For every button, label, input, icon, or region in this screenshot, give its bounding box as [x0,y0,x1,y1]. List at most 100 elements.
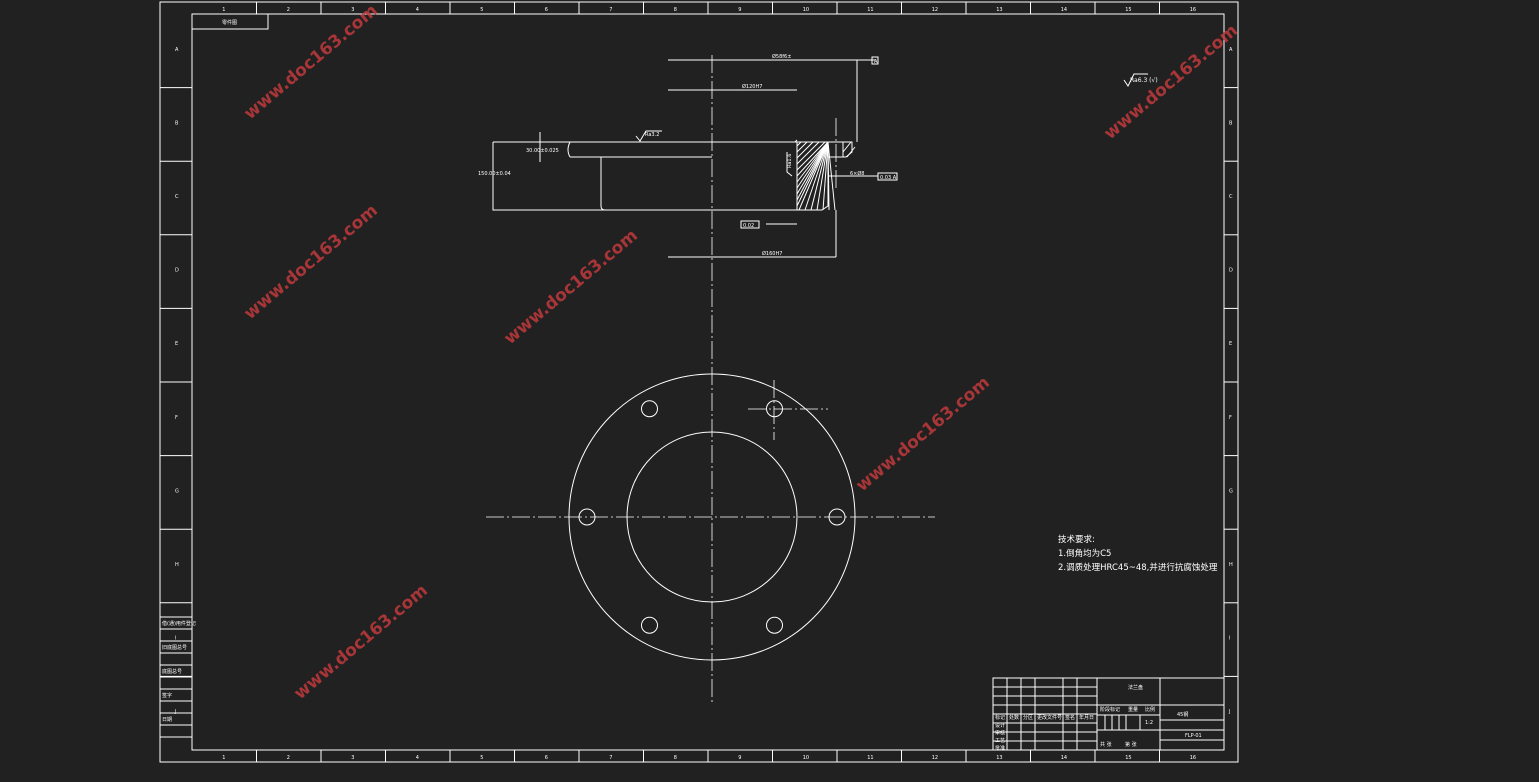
tb-header: 处数 [1009,714,1019,721]
tolerance-frame: 0.03 A [880,175,897,181]
zone-col-bottom: 2 [287,755,290,761]
zone-col-top: 6 [545,7,548,13]
zone-col-top: 10 [803,7,809,13]
ra-side: Ra1.6 [787,154,793,168]
zone-col-bottom: 16 [1190,755,1196,761]
zone-col-bottom: 12 [932,755,938,761]
dim-outer: Ø58f6± [772,53,791,60]
zone-row-left: H [175,562,179,568]
zone-row-right: F [1229,415,1232,421]
section-view: A Ø58f6± Ø120H7 Ø160H7 30.00±0.025 150.0… [478,53,898,705]
zone-col-bottom: 4 [416,755,419,761]
watermark-text: www.doc163.com [852,373,993,496]
zone-col-top: 16 [1190,7,1196,13]
zone-row-right: E [1229,341,1232,347]
zone-col-top: 7 [609,7,612,13]
zone-row-right: C [1229,194,1233,200]
zone-row-left: I [175,636,176,642]
section-hatch [794,139,856,211]
zone-col-top: 15 [1125,7,1131,13]
zone-row-left: J [174,709,176,715]
flange-outer-circle [568,373,856,661]
zone-row-right: I [1229,636,1230,642]
zone-col-bottom: 6 [545,755,548,761]
zone-row-right: B [1229,120,1233,126]
zone-col-bottom: 11 [867,755,873,761]
tech-req-item-1: 1.倒角均为C5 [1058,548,1111,559]
tb-role: 设计 [995,722,1005,729]
stage-label: 阶段标记 [1100,706,1120,713]
zone-col-bottom: 3 [351,755,354,761]
scale-value: 1:2 [1145,720,1153,726]
bolt-hole [641,616,658,634]
plan-view [486,373,935,661]
part-name: 法兰盘 [1128,684,1143,691]
zone-row-right: H [1229,562,1233,568]
zone-row-left: F [175,415,178,421]
bore-circle [626,431,798,603]
tb-role: 审核 [995,730,1005,737]
tb-header: 分区 [1023,714,1033,721]
tb-header: 更改文件号 [1037,714,1062,721]
tb-header: 年月日 [1079,714,1094,721]
watermark-text: www.doc163.com [500,226,641,349]
zone-col-top: 14 [1061,7,1067,13]
zone-row-right: J [1228,709,1230,715]
sheets-label: 共 张 [1100,741,1112,748]
ra-top: Ra3.2 [645,132,659,138]
zone-col-top: 11 [867,7,873,13]
flatness-frame: 0.02 [743,223,754,229]
watermarks: www.doc163.com www.doc163.com www.doc163.c… [240,1,1241,704]
tech-req-item-2: 2.调质处理HRC45~48,并进行抗腐蚀处理 [1058,562,1218,573]
zone-row-right: G [1229,488,1233,494]
zone-row-right: D [1229,268,1233,274]
title-block: 标记处数分区更改文件号签名年月日设计审核工艺批准 法兰盘 阶段标记 重量 比例 … [992,677,1225,752]
zone-col-bottom: 15 [1125,755,1131,761]
hole-callout: 6×Ø8 [850,170,865,177]
tech-req-title: 技术要求: [1058,534,1095,545]
bolt-hole [766,616,783,634]
watermark-text: www.doc163.com [1100,21,1241,144]
zone-col-top: 12 [932,7,938,13]
drawing-no-text: 零件图 [222,19,237,26]
zone-col-bottom: 8 [674,755,677,761]
left-table-label: 旧底图总号 [162,644,187,651]
dim-height: 150.00±0.04 [478,171,511,177]
drawing-no-box [191,13,269,30]
zone-markers: 1122334455667788991010111112121313141415… [160,2,1238,762]
zone-row-left: A [175,47,179,53]
tb-header: 标记 [995,714,1005,721]
zone-col-top: 3 [351,7,354,13]
bolt-hole [578,508,596,526]
datum-label: A [874,59,878,65]
inner-frame [191,13,1225,751]
zone-col-bottom: 1 [222,755,225,761]
zone-col-bottom: 13 [996,755,1002,761]
zone-col-bottom: 9 [738,755,741,761]
tb-header: 签名 [1065,714,1075,721]
dim-bore: Ø120H7 [742,83,762,90]
zone-row-left: C [175,194,179,200]
left-table-label: 底图总号 [162,668,182,675]
zone-col-top: 8 [674,7,677,13]
watermark-text: www.doc163.com [290,581,431,704]
dim-thickness: 30.00±0.025 [526,148,559,154]
drawing-code: FLP-01 [1185,733,1202,739]
bolt-hole [828,508,846,526]
zone-row-left: E [175,341,178,347]
zone-col-top: 2 [287,7,290,13]
dim-pitch: Ø160H7 [762,250,782,257]
zone-col-top: 13 [996,7,1002,13]
watermark-text: www.doc163.com [240,201,381,324]
zone-row-left: B [175,120,179,126]
zone-col-top: 9 [738,7,741,13]
scale-label: 比例 [1145,706,1155,713]
zone-col-bottom: 7 [609,755,612,761]
zone-col-bottom: 14 [1061,755,1067,761]
zone-row-left: D [175,268,179,274]
watermark-text: www.doc163.com [240,1,381,124]
left-table-label: 签字 [162,692,172,699]
zone-col-top: 4 [416,7,419,13]
tb-role: 工艺 [995,738,1005,744]
